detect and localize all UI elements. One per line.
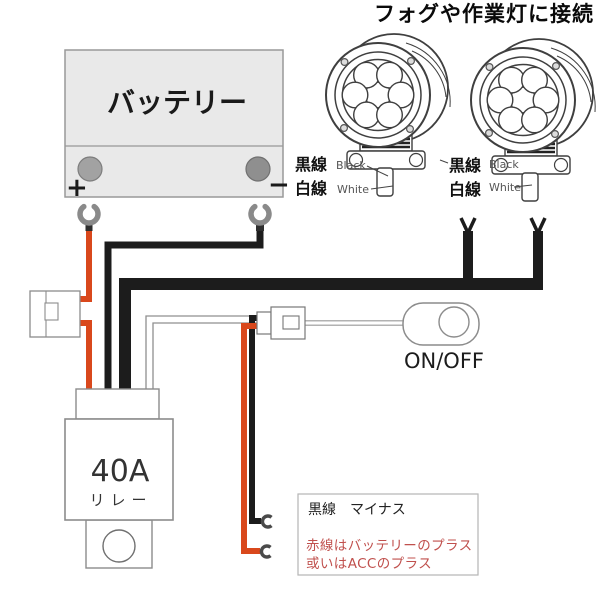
relay-body [64,418,174,521]
legend-black-line: 黒線 マイナス [308,502,406,518]
light2-black-en-label: Black [489,158,519,171]
battery-label: バッテリー [107,86,247,119]
ring-terminal-icon [248,203,272,226]
light1-white-jp-label: 白線 [295,179,327,198]
fork-wire-tips [459,217,547,234]
battery-plus-wire-upper [80,229,92,302]
switch-button [438,306,470,338]
switch-black-lead [249,315,261,524]
switch-red-lead [241,323,260,554]
battery-plus-terminal [77,156,103,182]
legend-red-line-1: 赤線はバッテリーのプラス [306,538,473,554]
battery: バッテリー + − [64,49,290,203]
light1-wire-labels: 黒線 Black 白線 White [295,155,394,198]
light2-white-en-label: White [489,181,521,194]
leader-line [370,185,394,190]
leader-line [513,184,533,188]
inline-connector [256,306,306,340]
light2-wire-labels: 黒線 Black 白線 White [439,156,533,199]
crimp-stub [256,222,264,231]
fuse-holder [29,290,81,338]
legend-box: 黒線 マイナス 赤線はバッテリーのプラス 或いはACCのプラス [297,493,479,576]
relay-mount-hole [102,529,136,563]
light2-white-jp-label: 白線 [449,180,481,199]
ring-terminal-icon [77,203,101,226]
control-wire-1 [145,315,257,390]
control-wire-2 [152,322,257,390]
battery-minus-terminal [245,156,271,182]
light2-black-jp-label: 黒線 [449,156,481,175]
crimp-stub [85,222,93,231]
lights-output-wire [119,278,543,391]
work-light-2 [469,37,597,203]
switch-label: ON/OFF [404,349,484,373]
page-title: フォグや作業灯に接続 [374,2,594,26]
legend-red-line-2: 或いはACCのプラス [306,556,432,572]
battery-minus-sign: − [268,170,290,200]
relay-plug [75,388,160,420]
ring-terminal-small-icon [260,514,273,529]
light1-black-en-label: Black [336,159,366,172]
battery-plus-sign: + [66,173,88,203]
battery-minus-wire [104,230,264,391]
ring-terminal-small-icon [259,544,272,559]
on-off-switch: ON/OFF [402,302,484,373]
light1-black-jp-label: 黒線 [295,155,327,174]
relay-rating-label: 40A [91,454,150,489]
leader-line [439,159,449,164]
relay: 40A リレー [64,388,174,569]
relay-name-label: リレー [89,491,152,509]
light1-white-en-label: White [337,183,369,196]
leader-line [366,165,389,177]
battery-plus-wire-lower [80,320,92,391]
